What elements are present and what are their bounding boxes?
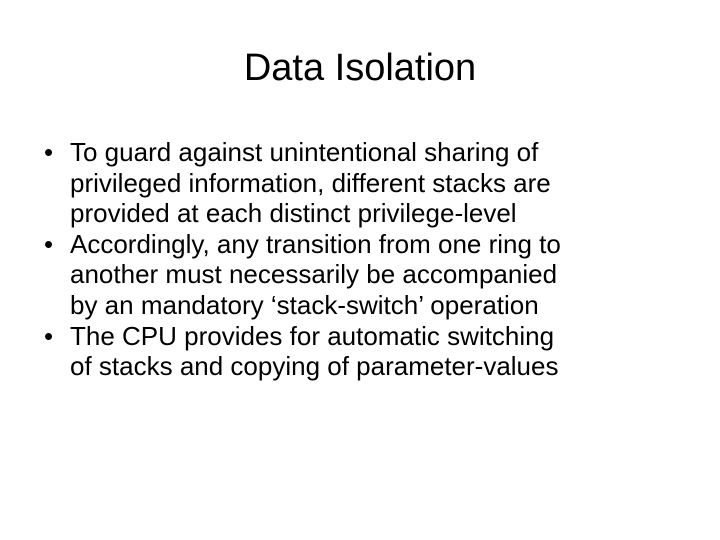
bullet-item: • The CPU provides for automatic switchi… <box>0 321 720 382</box>
bullet-text: The CPU provides for automatic switching… <box>70 320 559 382</box>
bullet-dot-icon: • <box>44 137 54 167</box>
slide-title: Data Isolation <box>243 47 477 89</box>
bullet-text: Accordingly, any transition from one rin… <box>70 228 561 320</box>
bullet-dot-icon: • <box>44 228 54 259</box>
bullet-dot-icon: • <box>44 320 54 351</box>
bullet-item: • Accordingly, any transition from one r… <box>0 229 720 321</box>
bullet-item: • To guard against unintentional sharing… <box>0 137 720 229</box>
bullet-list: • To guard against unintentional sharing… <box>0 137 720 382</box>
bullet-text: To guard against unintentional sharing o… <box>70 137 551 229</box>
